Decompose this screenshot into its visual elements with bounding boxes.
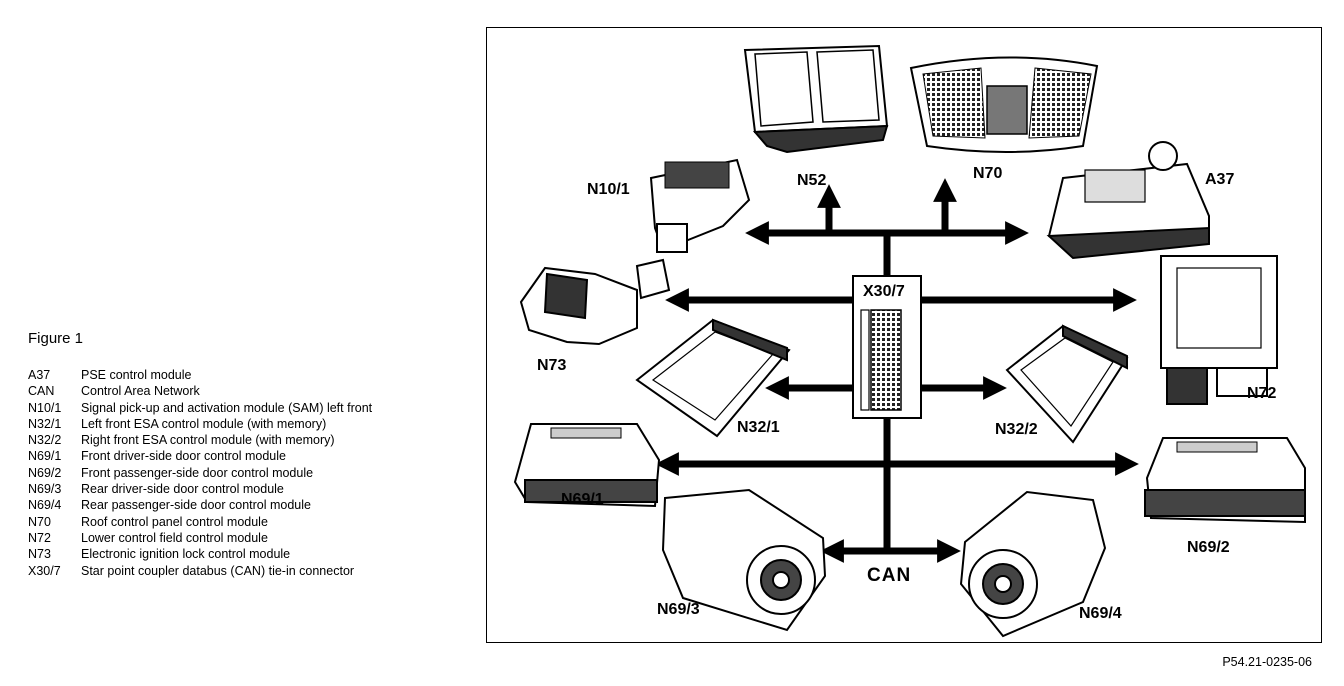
- figure-title: Figure 1: [28, 330, 84, 347]
- n70-module: [909, 56, 1099, 153]
- n32-1-module: [635, 318, 791, 438]
- reference-code: P54.21-0235-06: [1222, 655, 1312, 669]
- n69-1-module: [513, 423, 661, 508]
- x30-7-connector: [852, 275, 922, 419]
- legend-description: Front driver-side door control module: [81, 449, 286, 464]
- legend-row: N70 Roof control panel control module: [28, 514, 448, 530]
- legend-description: Roof control panel control module: [81, 514, 268, 529]
- label-n10-1: N10/1: [587, 181, 630, 198]
- component-labels: N52 N70 N10/1 A37 X30/7 N73 N72 N32/1 N3…: [537, 165, 1276, 622]
- label-n69-4: N69/4: [1079, 605, 1122, 622]
- label-a37: A37: [1205, 171, 1234, 188]
- n10-1-module: [649, 158, 751, 253]
- legend-description: Left front ESA control module (with memo…: [81, 416, 327, 431]
- legend-row: N72 Lower control field control module: [28, 530, 448, 546]
- legend-code: N69/1: [28, 449, 62, 464]
- legend-code: A37: [28, 368, 51, 382]
- legend-row: N69/2 Front passenger-side door control m…: [28, 465, 448, 481]
- legend-description: PSE control module: [81, 368, 192, 382]
- legend-row: N32/1 Left front ESA control module (with…: [28, 416, 448, 432]
- n32-2-module: [1005, 324, 1129, 444]
- bus-lines: [655, 178, 1139, 563]
- label-n52: N52: [797, 172, 826, 189]
- legend-code: X30/7: [28, 563, 61, 578]
- legend-code: N69/4: [28, 498, 62, 513]
- label-n73: N73: [537, 357, 566, 374]
- legend-description: Right front ESA control module (with mem…: [81, 433, 335, 448]
- legend-row: N73 Electronic ignition lock control modu…: [28, 546, 448, 562]
- label-n69-3: N69/3: [657, 601, 700, 618]
- legend-description: Electronic ignition lock control module: [81, 547, 291, 562]
- legend-description: Control Area Network: [81, 384, 200, 399]
- legend-code: N69/2: [28, 465, 62, 480]
- legend-code: N10/1: [28, 400, 62, 415]
- legend-code: N73: [28, 547, 51, 562]
- legend-description: Rear passenger-side door control module: [81, 498, 311, 513]
- legend-row: N10/1 Signal pick-up and activation modul…: [28, 400, 448, 416]
- legend-description: Star point coupler databus (CAN) tie-in …: [81, 563, 355, 578]
- legend-description: Rear driver-side door control module: [81, 482, 284, 497]
- n52-module: [743, 44, 889, 154]
- label-n32-1: N32/1: [737, 419, 780, 436]
- label-n69-1: N69/1: [561, 491, 604, 508]
- label-n69-2: N69/2: [1187, 539, 1230, 556]
- legend-description: Signal pick-up and activation module (SA…: [81, 400, 373, 415]
- legend-code: CAN: [28, 384, 55, 399]
- legend-description: Front passenger-side door control module: [81, 465, 314, 480]
- label-n72: N72: [1247, 385, 1276, 402]
- legend-row: N69/4 Rear passenger-side door control mo…: [28, 497, 448, 513]
- n69-4-module: [959, 490, 1107, 638]
- label-n70: N70: [973, 165, 1002, 182]
- can-network-diagram: N52 N70 N10/1 A37 X30/7 N73 N72 N32/1 N3…: [486, 27, 1322, 643]
- legend-row: N32/2 Right front ESA control module (wit…: [28, 432, 448, 448]
- legend-code: N32/2: [28, 433, 62, 448]
- n69-2-module: [1144, 437, 1306, 524]
- legend-row: N69/1 Front driver-side door control modu…: [28, 448, 448, 464]
- legend-row: CAN Control Area Network: [28, 383, 448, 399]
- legend-description: Lower control field control module: [81, 530, 268, 545]
- diagram-svg: N52 N70 N10/1 A37 X30/7 N73 N72 N32/1 N3…: [513, 44, 1306, 638]
- n69-3-module: [661, 488, 827, 632]
- legend-row: N69/3 Rear driver-side door control modul…: [28, 481, 448, 497]
- legend-code: N70: [28, 514, 51, 529]
- legend-row: A37 PSE control module: [28, 367, 448, 383]
- label-can: CAN: [867, 565, 911, 586]
- n72-module: [1160, 255, 1278, 405]
- legend-code: N72: [28, 530, 51, 545]
- n73-module: [519, 258, 671, 346]
- label-x30-7: X30/7: [863, 283, 905, 300]
- legend-code: N32/1: [28, 416, 62, 431]
- legend-code: N69/3: [28, 482, 62, 497]
- label-n32-2: N32/2: [995, 421, 1038, 438]
- legend-row: X30/7 Star point coupler databus (CAN) ti…: [28, 563, 448, 579]
- a37-module: [1046, 141, 1210, 260]
